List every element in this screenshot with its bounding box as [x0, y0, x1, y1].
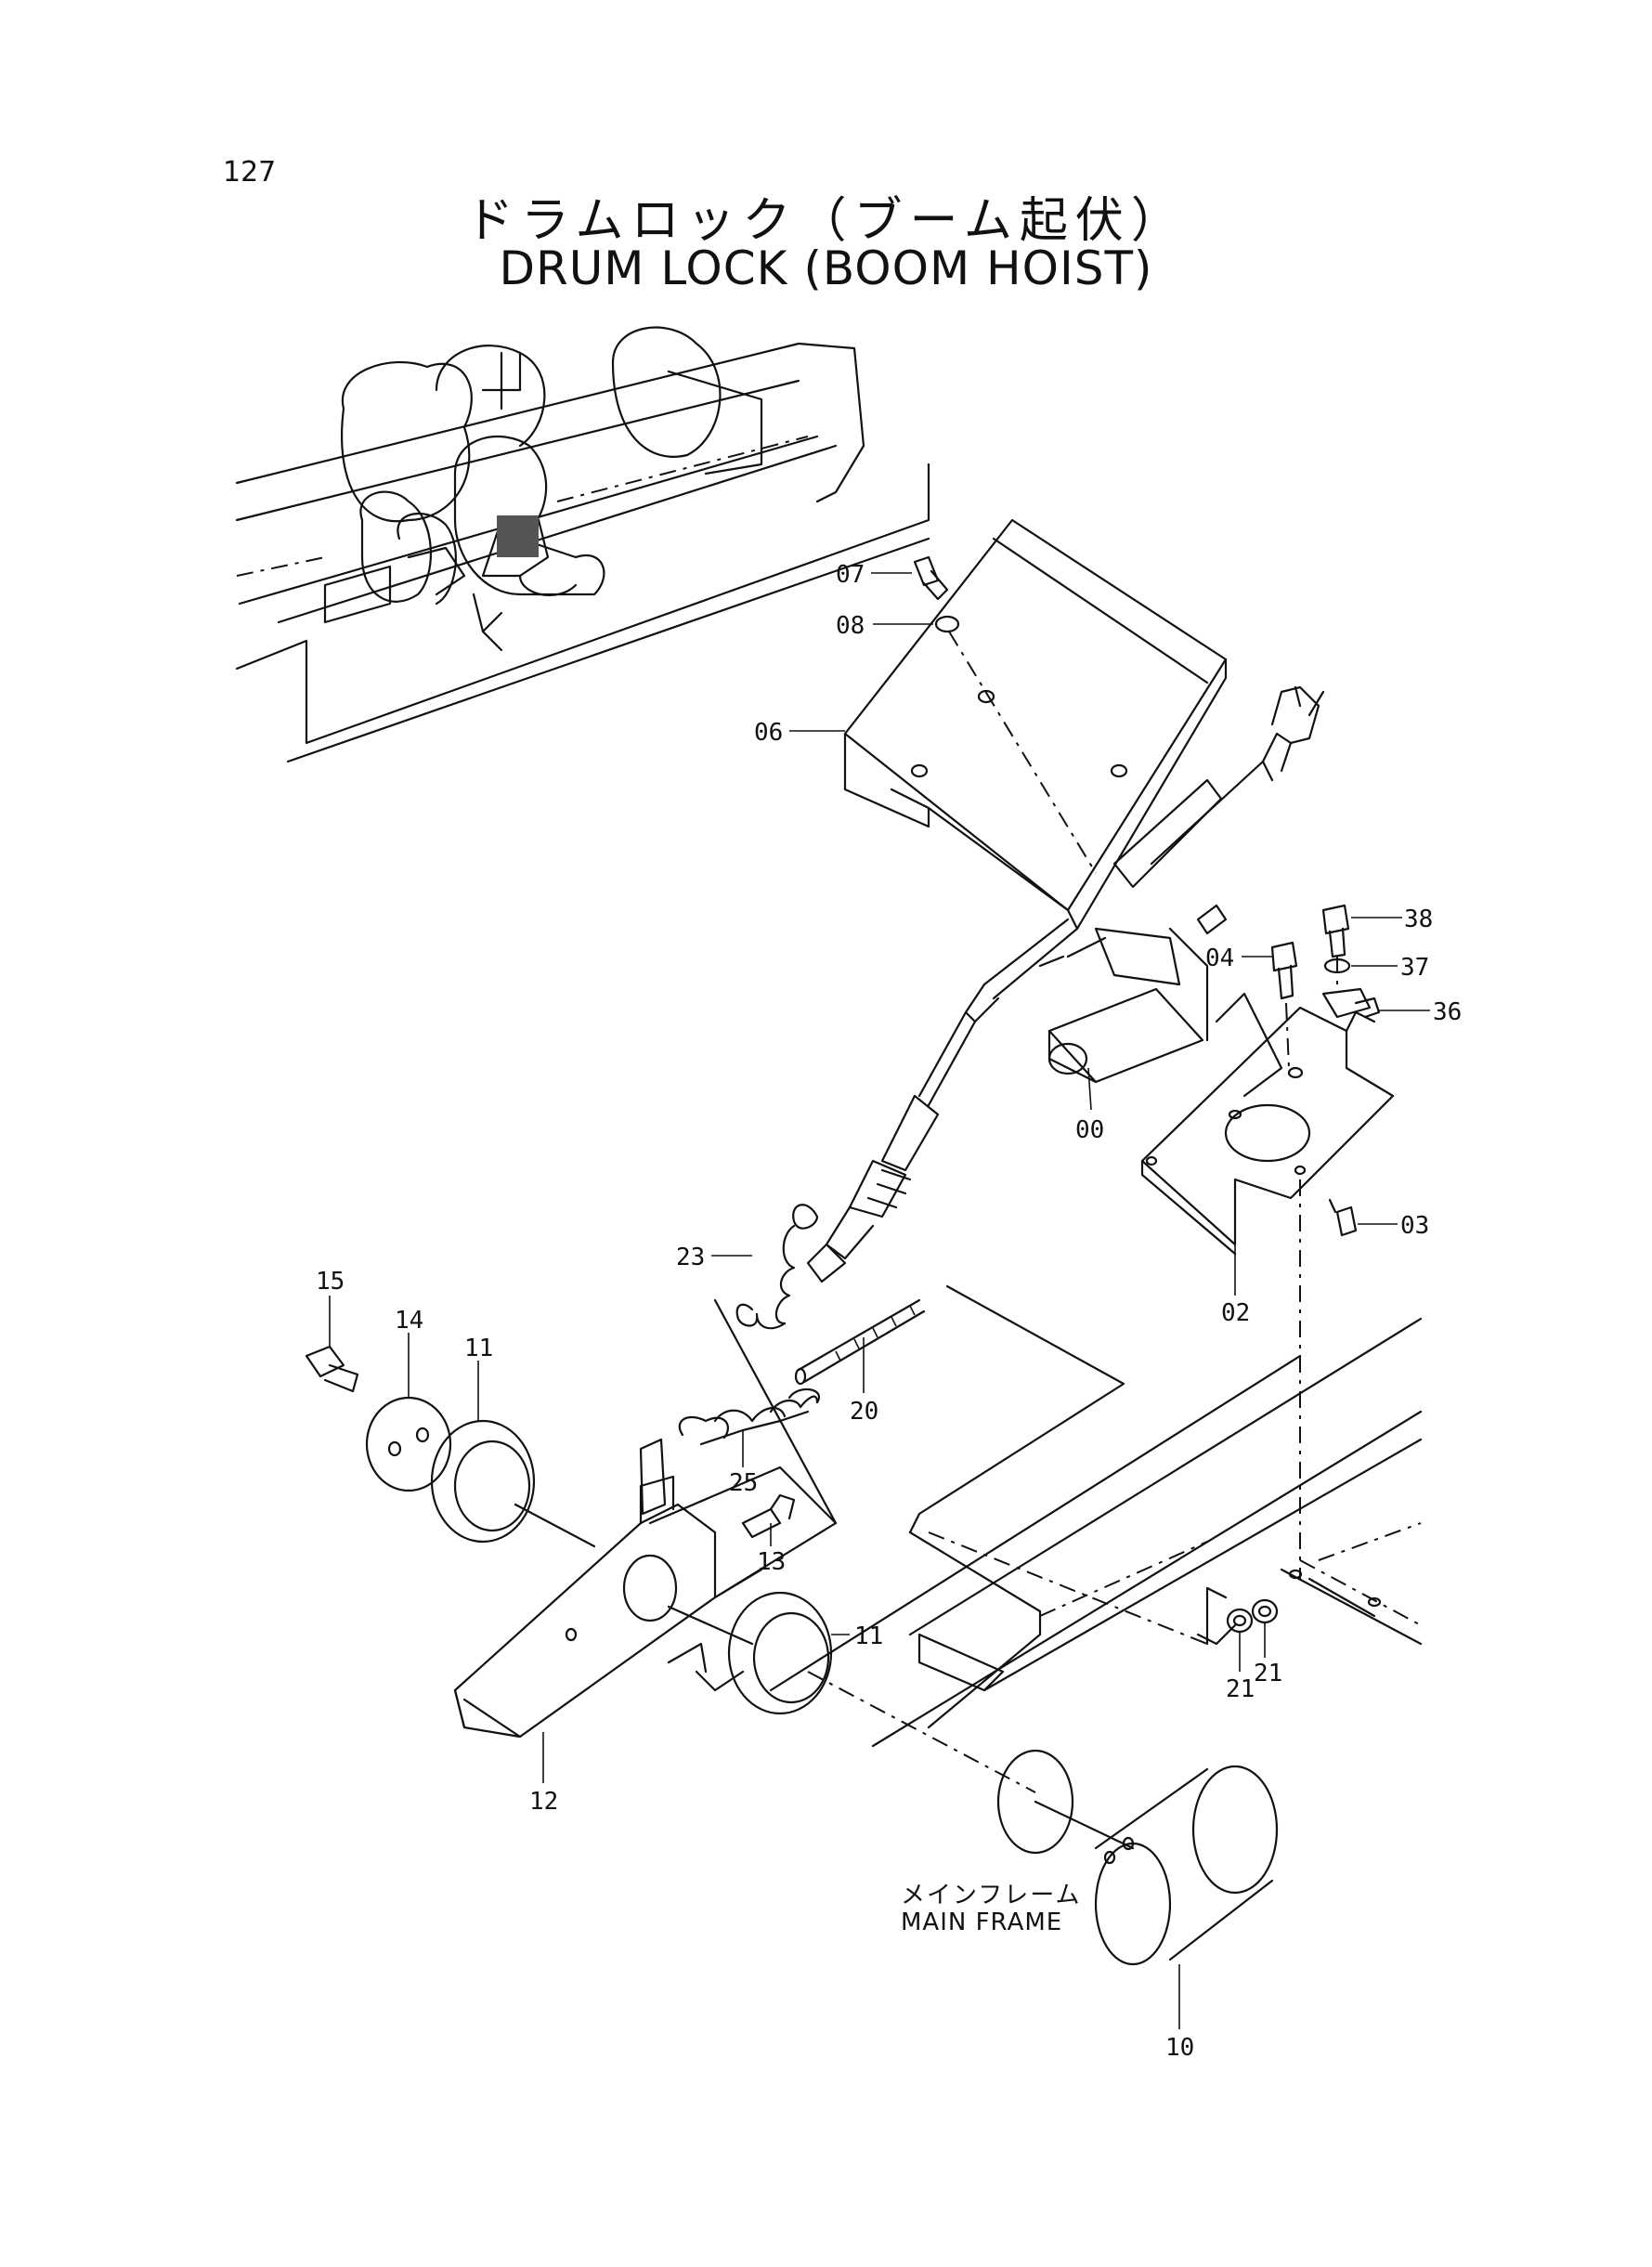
callout-02: 02 — [1221, 1299, 1250, 1327]
callout-08: 08 — [836, 612, 865, 640]
part-15-bolt — [305, 1345, 359, 1393]
part-11-thrust-washer-right — [727, 1591, 833, 1715]
callout-25: 25 — [729, 1469, 758, 1497]
callout-36: 36 — [1433, 998, 1462, 1026]
main-frame — [769, 1317, 1423, 1748]
page-number: 127 — [223, 156, 277, 189]
callout-06: 06 — [754, 719, 783, 747]
part-07-bolt — [913, 555, 949, 601]
part-12-lock-lever — [453, 1298, 838, 1739]
part-02-bracket — [1140, 1006, 1395, 1256]
callout-13: 13 — [757, 1548, 786, 1576]
part-11-thrust-washer-left — [430, 1419, 536, 1544]
part-08-washer — [934, 615, 960, 633]
part-14-washer — [365, 1396, 452, 1492]
callout-15: 15 — [316, 1268, 345, 1296]
part-36-clip — [1321, 987, 1381, 1019]
part-25-spring — [678, 1388, 821, 1446]
callout-leaders — [329, 572, 1430, 2029]
callout-labels: 07 08 06 38 04 37 36 00 03 02 23 15 14 1… — [316, 561, 1462, 2062]
part-00-actuator — [806, 685, 1325, 1283]
callout-20: 20 — [850, 1398, 878, 1426]
callout-07: 07 — [836, 561, 865, 589]
part-38-bolt — [1321, 904, 1350, 958]
main-frame-label-japanese: メインフレーム — [901, 1882, 1082, 1909]
callout-03: 03 — [1400, 1212, 1429, 1240]
callout-14: 14 — [395, 1307, 423, 1335]
callout-04: 04 — [1205, 945, 1234, 972]
callout-38: 38 — [1404, 905, 1433, 933]
callout-23: 23 — [676, 1244, 705, 1271]
part-20-pin — [794, 1298, 926, 1386]
diagram-title-english: DRUM LOCK (BOOM HOIST) — [499, 241, 1153, 295]
part-04-bolt — [1270, 941, 1298, 1000]
frame-plate — [908, 1284, 1125, 1729]
callout-37: 37 — [1400, 954, 1429, 982]
callout-12: 12 — [529, 1788, 558, 1816]
part-03-grease-fitting — [1328, 1198, 1358, 1237]
part-13-grease-nipple — [741, 1493, 796, 1539]
callout-21-right: 21 — [1254, 1660, 1282, 1687]
part-06-cover — [843, 518, 1228, 931]
callout-10: 10 — [1165, 2034, 1194, 2062]
part-21-nuts — [1226, 1598, 1279, 1634]
diagram-title-japanese: ドラムロック（ブーム起伏） — [465, 193, 1187, 249]
callout-11-left: 11 — [464, 1335, 493, 1362]
main-frame-label-english: MAIN FRAME — [901, 1909, 1063, 1936]
callout-21-left: 21 — [1226, 1675, 1255, 1703]
winch-drum-inset — [235, 326, 930, 763]
callout-00: 00 — [1075, 1116, 1104, 1144]
callout-11-right: 11 — [854, 1622, 883, 1650]
part-23-spring — [735, 1204, 819, 1330]
